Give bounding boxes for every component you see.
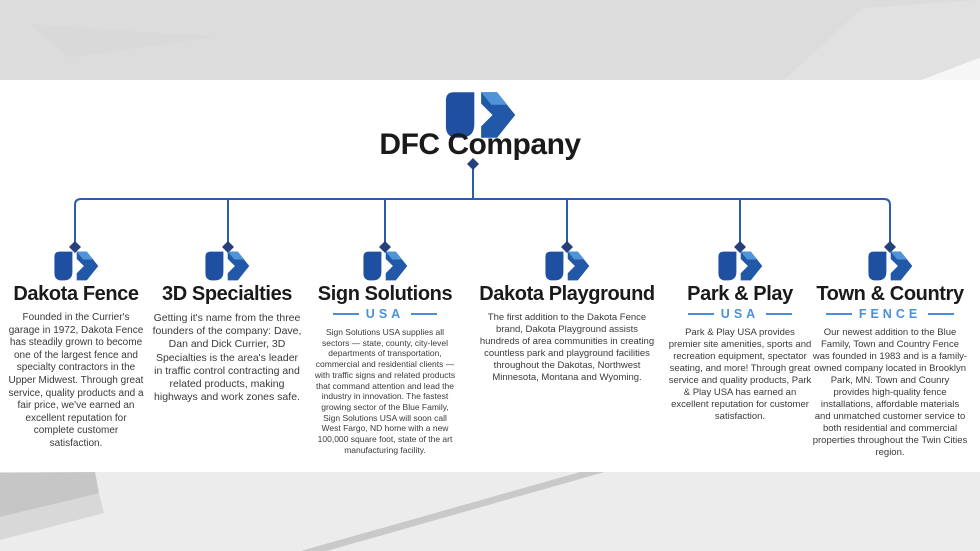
company-tagline: USA — [668, 307, 812, 321]
tagline-text: FENCE — [858, 307, 922, 321]
company-description: Founded in the Currier's garage in 1972,… — [8, 312, 144, 449]
company-card-town-and-country: Town & Country FENCE Our newest addition… — [812, 250, 968, 459]
tagline-text: USA — [720, 307, 760, 321]
company-description: The first addition to the Dakota Fence b… — [479, 312, 655, 383]
dfc-logo-icon — [867, 250, 913, 282]
company-card-sign-solutions: Sign Solutions USA Sign Solutions USA su… — [313, 250, 457, 455]
company-card-dakota-fence: Dakota Fence Founded in the Currier's ga… — [8, 250, 144, 451]
tagline-dash-left — [332, 313, 359, 315]
tagline-text: USA — [365, 307, 405, 321]
company-name: Park & Play — [687, 283, 793, 305]
company-name: 3D Specialties — [161, 283, 293, 305]
company-name: Town & Country — [816, 283, 964, 305]
bottom-band-ribbon-top-face — [0, 472, 99, 518]
tagline-dash-left — [687, 313, 714, 315]
top-gray-band — [0, 0, 980, 80]
dfc-logo-icon — [717, 250, 763, 282]
company-tagline: FENCE — [812, 307, 968, 321]
company-title: DFC Company — [379, 128, 581, 161]
tagline-dash-left — [825, 313, 852, 315]
company-card-dakota-playground: Dakota Playground The first addition to … — [479, 250, 655, 384]
dfc-logo-icon — [53, 250, 99, 282]
dfc-logo-icon — [362, 250, 408, 282]
company-name: Dakota Fence — [13, 283, 139, 305]
company-description: Sign Solutions USA supplies all sectors … — [314, 327, 456, 455]
company-description: Getting it's name from the three founder… — [152, 312, 302, 404]
bottom-band-ribbon-bottom-face — [0, 493, 104, 540]
dfc-logo-icon — [204, 250, 250, 282]
company-card-3d-specialties: 3D Specialties Getting it's name from th… — [151, 250, 303, 405]
dfc-logo-icon — [544, 250, 590, 282]
tagline-dash-right — [411, 313, 438, 315]
tagline-dash-right — [766, 313, 793, 315]
bottom-band-diagonal-stripe — [300, 472, 605, 551]
company-card-park-and-play: Park & Play USA Park & Play USA provides… — [668, 250, 812, 423]
company-description: Our newest addition to the Blue Family, … — [812, 327, 968, 458]
company-tagline: USA — [313, 307, 457, 321]
tagline-dash-right — [928, 313, 955, 315]
bottom-gray-band — [0, 472, 980, 551]
company-name: Dakota Playground — [479, 283, 655, 305]
company-description: Park & Play USA provides premier site am… — [668, 327, 812, 422]
company-name: Sign Solutions — [317, 283, 453, 305]
